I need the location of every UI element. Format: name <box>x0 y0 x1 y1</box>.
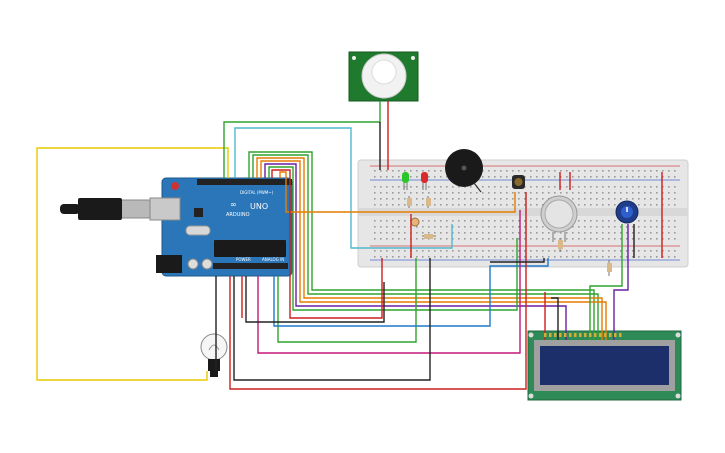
wires <box>36 101 663 390</box>
power-jack <box>156 255 182 273</box>
wire-orange <box>260 160 607 340</box>
resistor-5[interactable] <box>607 260 612 276</box>
usb-port <box>149 197 181 221</box>
wire-yellow <box>36 147 229 381</box>
wire-cyan <box>234 127 453 249</box>
photoresistor[interactable] <box>512 175 525 189</box>
resistor-4[interactable] <box>558 238 563 252</box>
arduino-brand-label: ARDUINO <box>226 212 250 218</box>
arduino-analog-label: ANALOG IN <box>262 257 284 262</box>
gas-sensor[interactable] <box>540 195 578 242</box>
wire-green <box>223 101 381 178</box>
wire-green <box>268 166 518 311</box>
wire-blue <box>273 258 549 327</box>
pir-sensor[interactable] <box>348 51 419 102</box>
wire-magenta <box>257 210 521 354</box>
wire-green <box>277 258 417 343</box>
wire-black <box>551 297 559 340</box>
wire-black <box>233 258 431 381</box>
piezo-buzzer[interactable] <box>445 149 483 193</box>
arduino-uno[interactable]: ∞ ARDUINO UNO DIGITAL (PWM~) POWER ANALO… <box>149 177 293 277</box>
arduino-digital-label: DIGITAL (PWM~) <box>240 190 274 195</box>
wire-purple <box>613 224 629 340</box>
wire-red <box>271 169 383 319</box>
wire-black <box>490 258 545 263</box>
resistor-3[interactable] <box>422 234 436 239</box>
usb-cable <box>60 198 151 220</box>
arduino-power-label: POWER <box>236 257 251 262</box>
led-green[interactable] <box>402 172 409 190</box>
arduino-logo-symbol: ∞ <box>230 200 237 209</box>
led-red[interactable] <box>421 172 428 190</box>
lcd-header-pins <box>544 333 622 337</box>
wire-red <box>229 192 527 390</box>
wire-orange <box>279 171 516 213</box>
wire-black <box>245 276 385 323</box>
resistor-2[interactable] <box>426 196 431 208</box>
reset-button[interactable] <box>171 182 179 190</box>
light-bulb[interactable] <box>200 333 228 377</box>
wire-orange <box>256 157 603 340</box>
arduino-model-label: UNO <box>250 202 268 211</box>
wire-purple <box>264 163 567 340</box>
wire-green <box>589 224 623 340</box>
resistor-1[interactable] <box>407 196 412 208</box>
breadboard[interactable] <box>357 159 689 268</box>
lcd-16x2[interactable] <box>527 330 682 401</box>
ldr-sensor[interactable] <box>410 217 420 227</box>
potentiometer[interactable] <box>615 200 639 224</box>
